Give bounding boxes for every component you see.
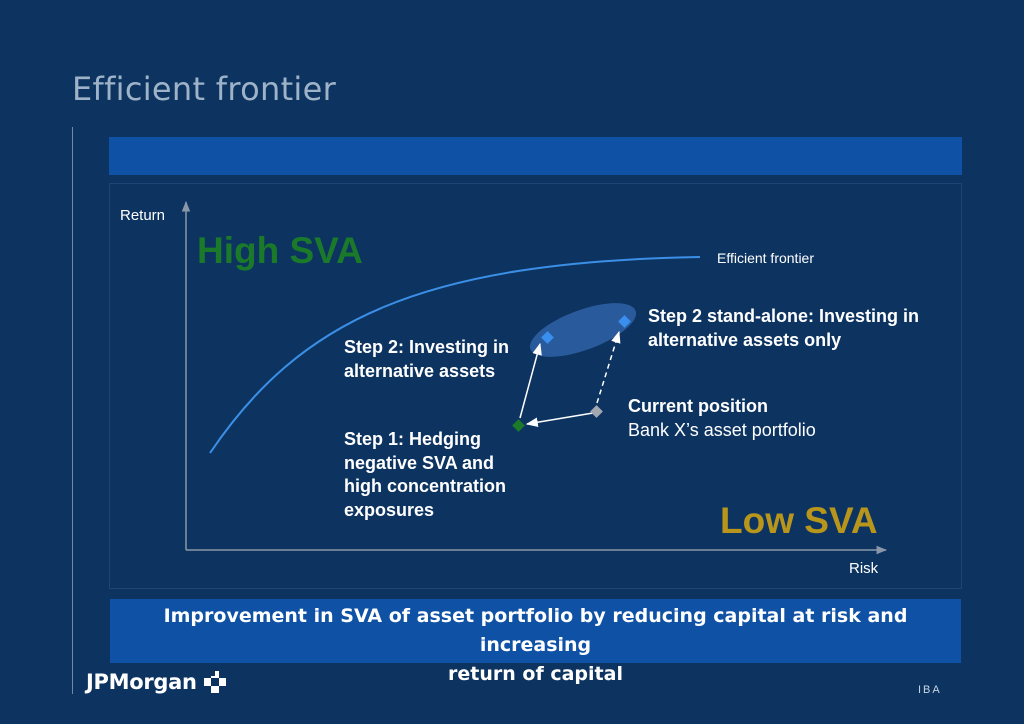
conclusion-line2: return of capital [448,663,623,685]
step1-line3: high concentration [344,476,506,496]
y-axis-label: Return [120,207,166,224]
step2-label: Step 2: Investing in alternative assets [344,336,509,383]
brand-name: JPMorgan [86,670,197,694]
step2-line1: Step 2: Investing in [344,337,510,357]
step1-line2: negative SVA and [344,452,495,473]
left-divider [72,127,73,694]
high-sva-label: High SVA [197,230,363,271]
marker-step1 [512,419,525,432]
x-axis-label: Risk [849,560,879,577]
octagon-logo-icon [203,671,226,693]
page-title: Efficient frontier [72,70,337,108]
footer-code: IBA [918,684,942,696]
jpmorgan-logo: JPMorgan [86,670,227,694]
alternative-assets-region [529,303,637,357]
step2-standalone-line1: Step 2 stand-alone: Investing in [648,306,920,326]
frontier-label: Efficient frontier [717,250,815,266]
conclusion-line1: Improvement in SVA of asset portfolio by… [163,605,908,656]
current-position-line2: Bank X’s asset portfolio [628,419,816,440]
step2-line2: alternative assets [344,360,496,381]
step1-label: Step 1: Hedging negative SVA and high co… [344,428,506,522]
header-band [109,137,962,175]
arrow-current-to-step1 [525,412,594,427]
diagram-panel [109,183,962,589]
step1-line1: Step 1: Hedging [344,429,482,449]
step2-standalone-label: Step 2 stand-alone: Investing in alterna… [648,305,919,352]
current-position-label: Current position Bank X’s asset portfoli… [628,395,816,442]
step1-line4: exposures [344,499,435,520]
current-position-line1: Current position [628,396,768,416]
arrow-current-to-standalone [596,330,621,404]
step2-standalone-line2: alternative assets only [648,329,842,350]
low-sva-label: Low SVA [720,500,878,541]
conclusion-banner: Improvement in SVA of asset portfolio by… [110,599,961,685]
efficient-frontier-curve [209,256,701,454]
marker-current-position [590,405,603,418]
arrow-step1-to-step2 [519,342,542,419]
